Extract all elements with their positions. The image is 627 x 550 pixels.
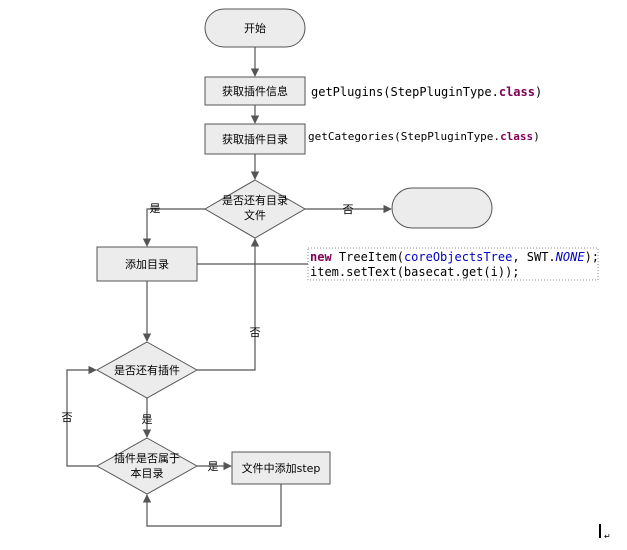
- edge-dirs-yes-to-add: [142, 208, 205, 247]
- yes-belongs-label: 是: [208, 460, 219, 473]
- has-more-dirs-label-2: 文件: [244, 208, 266, 222]
- has-more-dirs-decision: [204, 179, 306, 239]
- yes-dirs-label: 是: [150, 202, 161, 215]
- no-plugins-label: 否: [250, 326, 261, 339]
- edge-step-to-belongs: [142, 484, 282, 527]
- edge-belongs-no-to-plugins: [66, 365, 97, 467]
- tree-item-annotation-line1: new TreeItem(coreObjectsTree, SWT.NONE);: [310, 250, 599, 264]
- tree-item-annotation-box: [307, 247, 599, 281]
- end-node: [391, 187, 493, 229]
- no-belongs-label: 否: [62, 411, 73, 424]
- belongs-label-1: 插件是否属于: [114, 451, 180, 465]
- no-dirs-label: 否: [343, 203, 354, 216]
- add-dir-label: 添加目录: [125, 257, 169, 271]
- get-plugin-dirs-label: 获取插件目录: [222, 132, 288, 146]
- get-plugins-annotation: getPlugins(StepPluginType.class): [311, 85, 542, 99]
- get-categories-annotation: getCategories(StepPluginType.class): [308, 130, 540, 143]
- belongs-label-2: 本目录: [131, 466, 164, 480]
- yes-plugins-label: 是: [142, 413, 153, 426]
- get-plugin-info-node: [204, 76, 306, 106]
- has-more-dirs-label-1: 是否还有目录: [222, 193, 288, 207]
- text-cursor-icon: [599, 524, 601, 538]
- tree-item-annotation-line2: item.setText(basecat.get(i));: [310, 265, 520, 279]
- start-label: 开始: [244, 21, 266, 35]
- edge-plugins-no-to-dirs: [197, 238, 260, 371]
- get-plugin-info-label: 获取插件信息: [222, 84, 288, 98]
- add-step-label: 文件中添加step: [242, 461, 321, 475]
- belongs-decision: [95, 437, 199, 495]
- return-mark-icon: ↵: [604, 532, 611, 541]
- has-more-plugins-label: 是否还有插件: [114, 363, 180, 377]
